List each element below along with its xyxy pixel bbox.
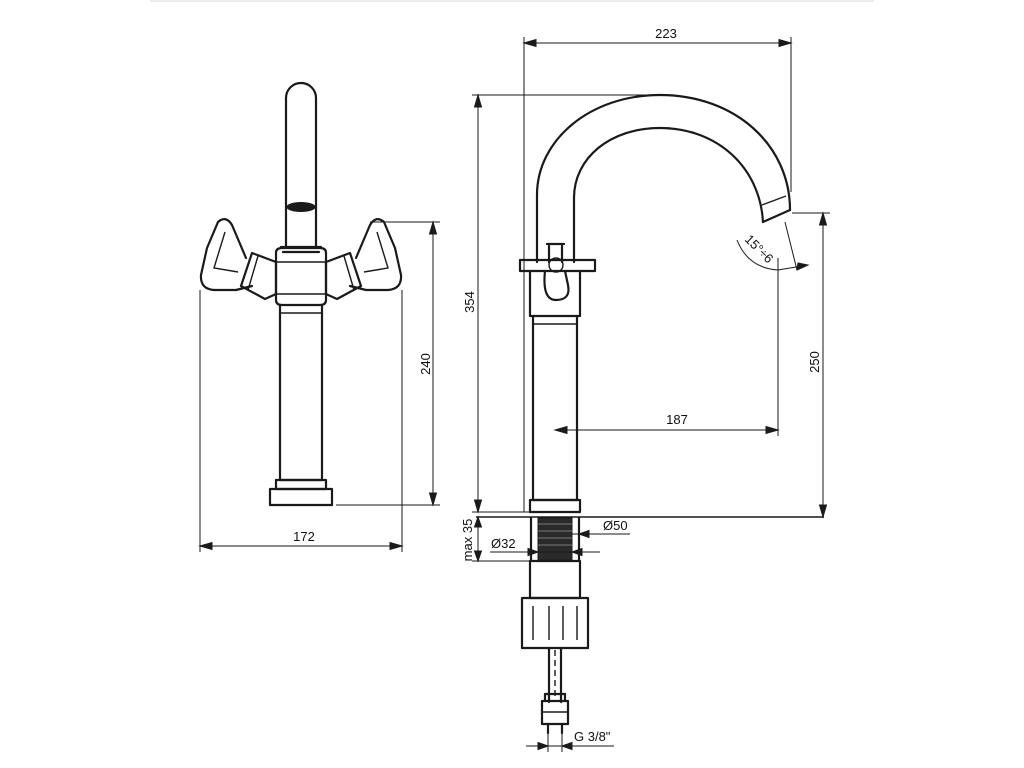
dim-d50-label: Ø50 — [603, 518, 628, 533]
front-right-handle — [348, 218, 403, 292]
front-right-hub — [324, 251, 363, 301]
side-spout-tip-ring — [761, 195, 787, 206]
dim-187-arrow-right — [765, 425, 780, 435]
angle-arc — [736, 239, 809, 271]
front-base-plate — [268, 487, 334, 507]
front-spout — [284, 81, 318, 249]
front-dimensions: 240 172 — [198, 220, 440, 552]
dim-354-label: 354 — [462, 291, 477, 313]
front-left-hub — [239, 251, 278, 301]
dim-g38-arrow-left — [537, 741, 550, 751]
dim-max35-arrow-bottom — [473, 550, 483, 563]
side-spout-outer — [535, 93, 792, 264]
hose-fitting-end — [546, 722, 564, 735]
mounting-nut-ribs — [532, 606, 578, 640]
side-handle-bar — [518, 258, 597, 273]
angle-label: 15°÷6 — [742, 231, 777, 266]
dim-240-arrow-bottom — [428, 492, 438, 507]
dim-g38-label: G 3/8" — [574, 729, 611, 744]
dim-d32-arrow-left — [527, 547, 540, 557]
dim-max35-arrow-top — [473, 515, 483, 528]
front-stem — [278, 303, 324, 482]
side-base-plate — [528, 498, 582, 514]
dim-d50-arrow — [577, 529, 590, 539]
dim-172-arrow-right — [389, 541, 404, 551]
side-upper-body — [528, 269, 582, 318]
side-spout-tip — [761, 208, 792, 224]
side-handle-knob — [545, 242, 566, 264]
front-left-hub-line — [247, 255, 259, 291]
hose-fitting — [540, 692, 570, 726]
side-dimensions: 223 354 250 187 15°÷6 max 35 Ø — [460, 26, 830, 752]
side-column — [531, 314, 579, 502]
dim-223-arrow-left — [522, 38, 537, 48]
dim-223-arrow-right — [778, 38, 793, 48]
side-handle-hub — [548, 257, 564, 273]
front-right-handle-detail — [363, 231, 389, 273]
dim-187-arrow-left — [553, 425, 568, 435]
dim-d32-arrow-right — [570, 547, 583, 557]
dim-172-arrow-left — [198, 541, 213, 551]
dim-354-arrow-bottom — [473, 499, 483, 514]
front-left-handle — [199, 218, 254, 292]
front-right-hub-line — [343, 255, 355, 291]
front-base-ring — [274, 478, 328, 491]
mounting-nut-flange — [520, 596, 590, 650]
side-spout-inner — [572, 126, 765, 264]
dim-max35-label: max 35 — [460, 519, 475, 562]
dim-223-label: 223 — [655, 26, 677, 41]
dim-354-arrow-top — [473, 93, 483, 108]
dim-250-arrow-bottom — [818, 504, 828, 519]
dim-240-arrow-top — [428, 220, 438, 235]
side-view — [476, 93, 824, 735]
mounting-nut-top — [528, 559, 582, 600]
angle-arrow — [796, 262, 810, 271]
dim-250-label: 250 — [807, 351, 822, 373]
angle-ref-line — [784, 221, 798, 271]
front-aerator — [286, 202, 316, 212]
dim-240-label: 240 — [418, 353, 433, 375]
dim-250-arrow-top — [818, 211, 828, 226]
side-handle-lever — [543, 269, 570, 302]
front-central-body — [274, 246, 328, 307]
front-left-handle-detail — [213, 231, 239, 273]
dim-g38-arrow-right — [560, 741, 573, 751]
dim-d32-label: Ø32 — [491, 536, 516, 551]
dim-172-label: 172 — [293, 529, 315, 544]
front-view — [199, 81, 403, 507]
dim-187-label: 187 — [666, 412, 688, 427]
